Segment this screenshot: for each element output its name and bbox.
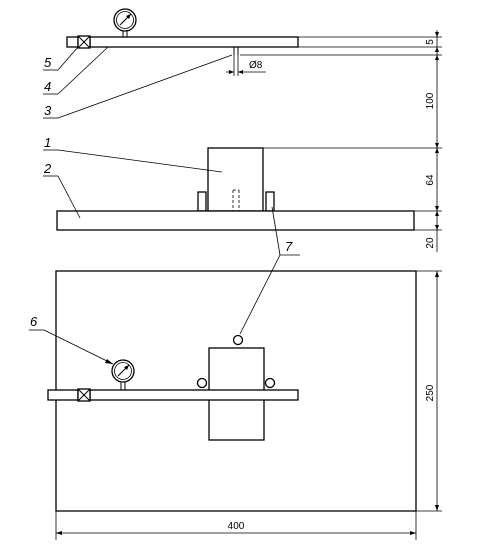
pin-left: [197, 191, 207, 212]
pipe-inlet-top: [47, 389, 79, 401]
callouts: 5 4 3 1 2 7 6: [29, 46, 300, 365]
pipe-top: [89, 389, 299, 401]
base-plate: [56, 210, 415, 231]
base-width-label: 250: [425, 384, 436, 401]
pressure-gauge-icon: [113, 8, 137, 37]
pipe-inlet: [66, 36, 79, 48]
hole-diameter-dimension: Ø8: [226, 55, 266, 76]
sample-block: [207, 147, 264, 212]
pin-right: [265, 191, 275, 212]
vertical-dimensions: 5 100 64 20 250: [240, 30, 442, 512]
callout-4: 4: [44, 79, 51, 94]
pressure-gauge-icon: [111, 359, 135, 390]
pin-right-top: [264, 377, 276, 389]
callout-2: 2: [43, 161, 52, 176]
base-height-label: 20: [425, 237, 436, 249]
pin-top: [232, 334, 244, 346]
horizontal-dimension: 400: [55, 511, 417, 540]
pipe-gap-label: 100: [425, 92, 436, 109]
callout-1: 1: [44, 135, 51, 150]
base-length-label: 400: [228, 521, 245, 532]
side-view: Ø8: [56, 8, 415, 231]
valve-icon: [77, 388, 91, 402]
hole-diameter-label: Ø8: [249, 60, 263, 71]
top-view: [47, 270, 417, 512]
block-height-label: 64: [425, 174, 436, 186]
callout-3: 3: [44, 103, 52, 118]
callout-7: 7: [285, 239, 293, 254]
pipe: [89, 36, 299, 48]
pin-left-top: [196, 377, 208, 389]
callout-5: 5: [44, 55, 52, 70]
pipe-height-label: 5: [425, 39, 436, 45]
valve-icon: [77, 35, 91, 49]
callout-6: 6: [30, 314, 38, 329]
